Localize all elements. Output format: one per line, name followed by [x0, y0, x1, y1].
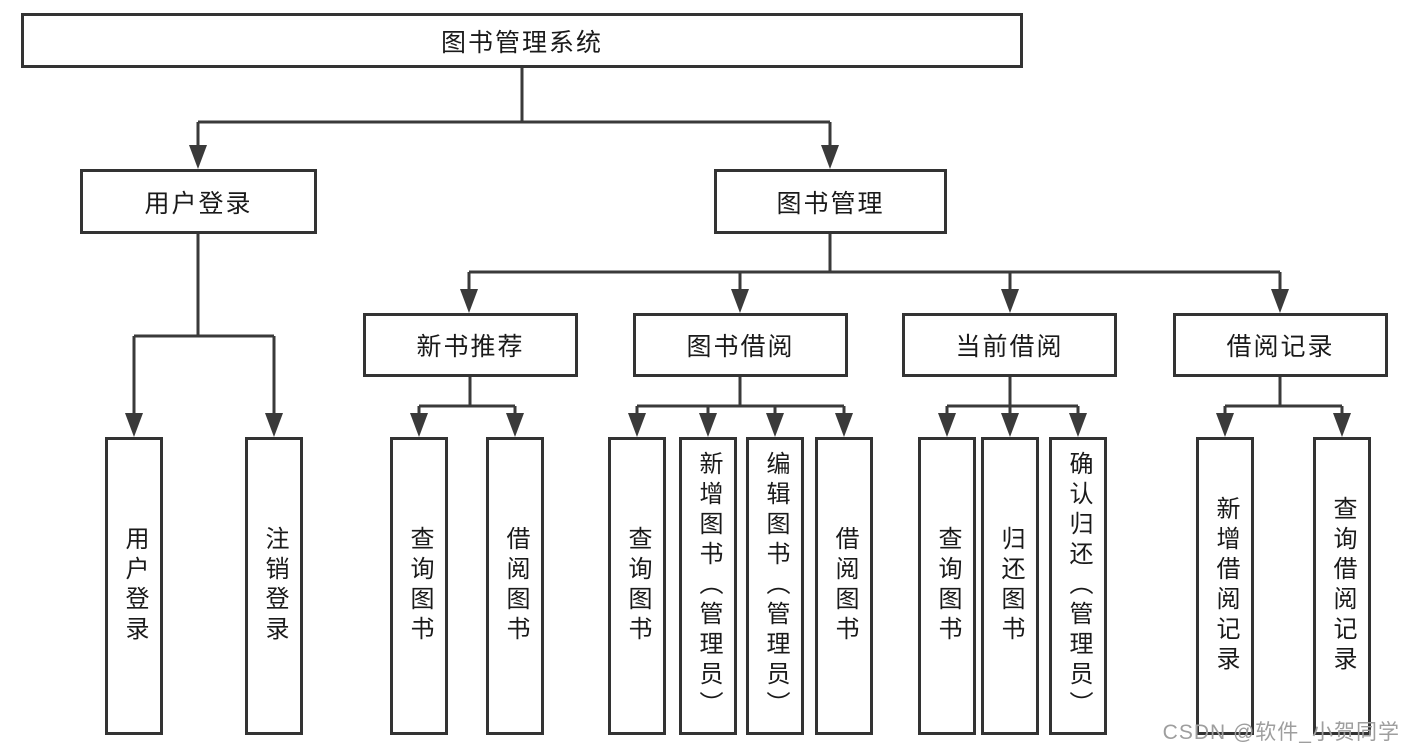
connector-book-borrowing-children [635, 375, 846, 415]
node-borrowing-records: 借阅记录 [1173, 313, 1388, 377]
leaf-confirm-return-admin: 确认归还（管理员） [1049, 437, 1107, 735]
node-current-borrowing: 当前借阅 [902, 313, 1117, 377]
node-new-book-recommendation: 新书推荐 [363, 313, 578, 377]
node-user-login: 用户登录 [80, 169, 317, 234]
node-library-management-system: 图书管理系统 [21, 13, 1023, 68]
arrowheads [125, 145, 1351, 437]
leaf-logout-login: 注销登录 [245, 437, 303, 735]
leaf-add-books-admin: 新增图书（管理员） [679, 437, 737, 735]
connector-current-borrowing-children [945, 375, 1080, 415]
connector-root-to-level1 [196, 66, 832, 147]
connector-book-management-children [467, 232, 1282, 291]
leaf-query-books-current: 查询图书 [918, 437, 976, 735]
node-book-management: 图书管理 [714, 169, 947, 234]
leaf-add-borrow-record: 新增借阅记录 [1196, 437, 1254, 735]
leaf-return-books: 归还图书 [981, 437, 1039, 735]
node-book-borrowing: 图书借阅 [633, 313, 848, 377]
leaf-borrow-books-borrowing: 借阅图书 [815, 437, 873, 735]
leaf-borrow-books-recommend: 借阅图书 [486, 437, 544, 735]
leaf-query-books-recommend: 查询图书 [390, 437, 448, 735]
connector-new-book-recommendation-children [417, 375, 517, 415]
csdn-watermark: CSDN @软件_小贺同学 [1162, 721, 1400, 744]
leaf-query-borrow-record: 查询借阅记录 [1313, 437, 1371, 735]
leaf-query-books-borrowing: 查询图书 [608, 437, 666, 735]
connector-user-login-children [132, 232, 276, 415]
connector-borrowing-records-children [1223, 375, 1344, 415]
leaf-user-login: 用户登录 [105, 437, 163, 735]
leaf-edit-books-admin: 编辑图书（管理员） [746, 437, 804, 735]
